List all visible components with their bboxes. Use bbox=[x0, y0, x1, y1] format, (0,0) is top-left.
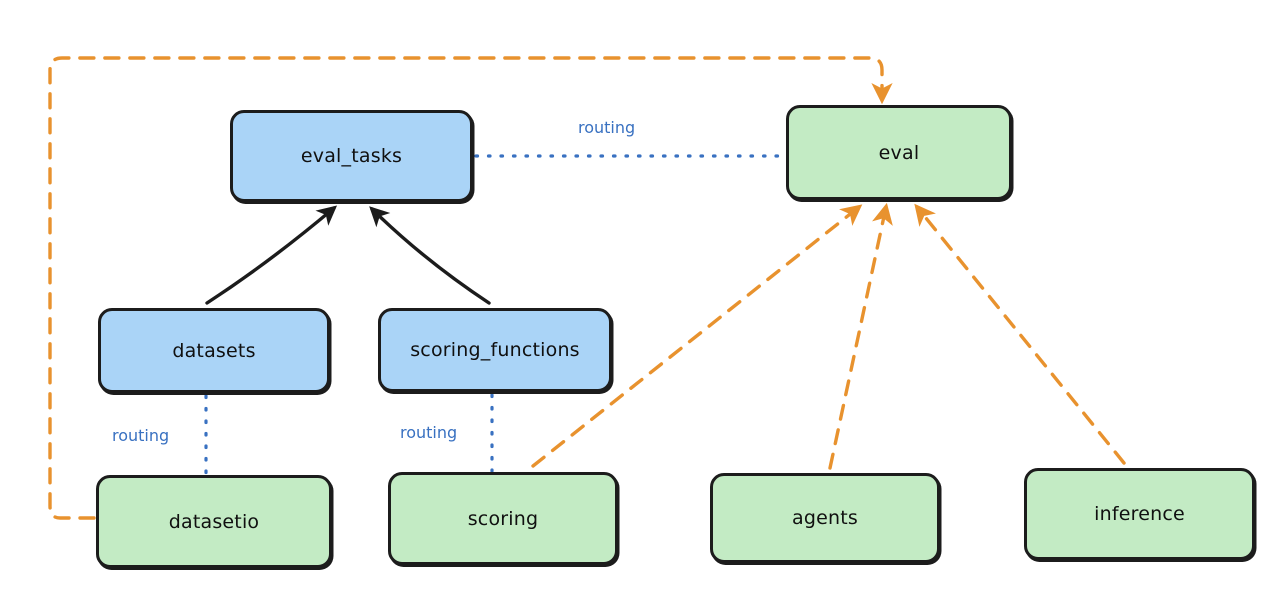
node-label: datasetio bbox=[168, 510, 260, 533]
node-eval[interactable]: eval bbox=[786, 105, 1012, 200]
node-inference[interactable]: inference bbox=[1024, 468, 1255, 560]
node-label: inference bbox=[1094, 503, 1185, 525]
node-label: scoring bbox=[467, 507, 539, 530]
node-label: eval_tasks bbox=[300, 145, 403, 167]
edge-datasetio-eval bbox=[48, 56, 893, 520]
edge-datasets-eval_tasks bbox=[205, 205, 338, 305]
edge-agents-eval bbox=[828, 202, 893, 470]
node-label: datasets bbox=[172, 339, 256, 362]
node-scoring-functions[interactable]: scoring_functions bbox=[378, 308, 612, 392]
node-datasetio[interactable]: datasetio bbox=[96, 475, 332, 568]
node-datasets[interactable]: datasets bbox=[98, 308, 330, 393]
edge-scoring_functions-eval_tasks bbox=[369, 206, 491, 305]
node-scoring[interactable]: scoring bbox=[388, 472, 618, 565]
node-label: eval bbox=[878, 141, 920, 164]
edge-label-routing-scoring: routing bbox=[400, 423, 458, 442]
edge-label-routing-datasetio: routing bbox=[112, 426, 170, 445]
edge-scoring-eval bbox=[531, 204, 863, 468]
node-label: scoring_functions bbox=[410, 339, 580, 361]
node-eval-tasks[interactable]: eval_tasks bbox=[230, 110, 473, 202]
node-label: agents bbox=[792, 507, 858, 529]
edge-label-routing-eval: routing bbox=[578, 118, 636, 137]
node-agents[interactable]: agents bbox=[710, 473, 940, 563]
edge-inference-eval bbox=[914, 203, 1126, 465]
